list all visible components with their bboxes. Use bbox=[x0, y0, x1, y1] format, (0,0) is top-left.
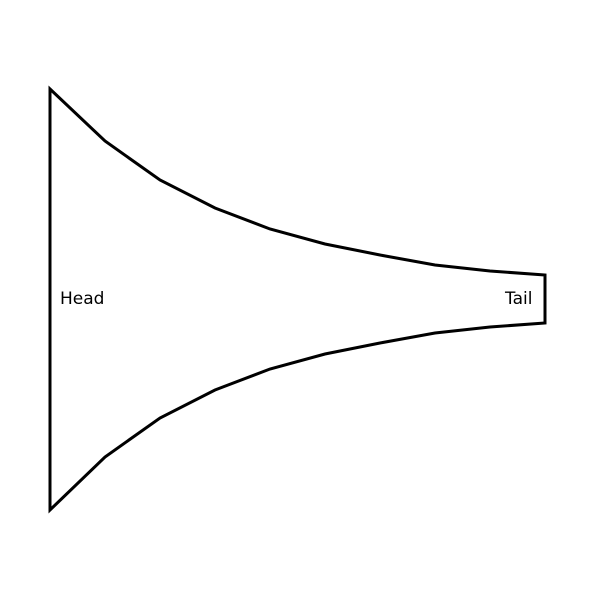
tail-label: Tail bbox=[504, 289, 532, 309]
funnel-shape bbox=[48, 85, 547, 514]
head-label: Head bbox=[60, 289, 104, 309]
